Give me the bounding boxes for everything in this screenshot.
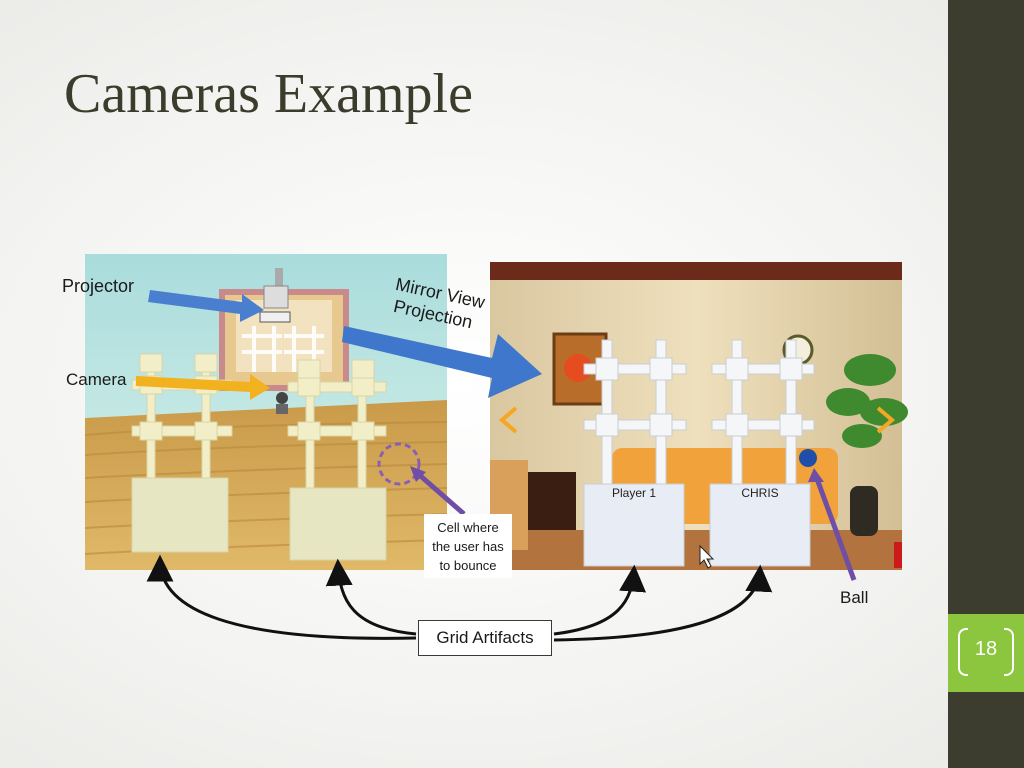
cell-callout-line1: Cell where (437, 520, 499, 535)
arrow-left-icon (498, 406, 518, 434)
player-2-tag: CHRIS (741, 486, 779, 500)
page-number-box: 18 (948, 614, 1024, 692)
artifact-arrow-1 (146, 554, 417, 640)
mirror-arrow (342, 326, 542, 398)
right-screenshot (490, 262, 908, 570)
figure-drawing (84, 254, 908, 642)
cell-callout-line3: to bounce (439, 558, 497, 573)
artifact-arrow-4 (553, 564, 773, 642)
slide-title: Cameras Example (64, 63, 473, 125)
artifact-arrow-2 (325, 558, 417, 636)
cell-arrow (414, 470, 466, 516)
grid-artifacts-label: Grid Artifacts (418, 620, 552, 656)
cell-callout-line2: the user has (432, 539, 504, 554)
page-number: 18 (974, 638, 998, 660)
left-bracket-icon (958, 628, 968, 676)
projector-label: Projector (62, 276, 135, 296)
cameras-figure: Projector Camera Mirror View Projection … (52, 250, 912, 662)
camera-label: Camera (66, 370, 127, 389)
cell-callout: Cell where the user has to bounce (424, 514, 512, 578)
artifact-arrow-3 (553, 564, 647, 636)
player-1-tag: Player 1 (611, 486, 657, 500)
arrow-right-icon (876, 406, 896, 434)
left-photo (84, 254, 448, 570)
mouse-cursor-icon (699, 544, 715, 569)
ball-label: Ball (840, 588, 869, 607)
ball-arrow (813, 475, 857, 581)
right-bracket-icon (1004, 628, 1014, 676)
